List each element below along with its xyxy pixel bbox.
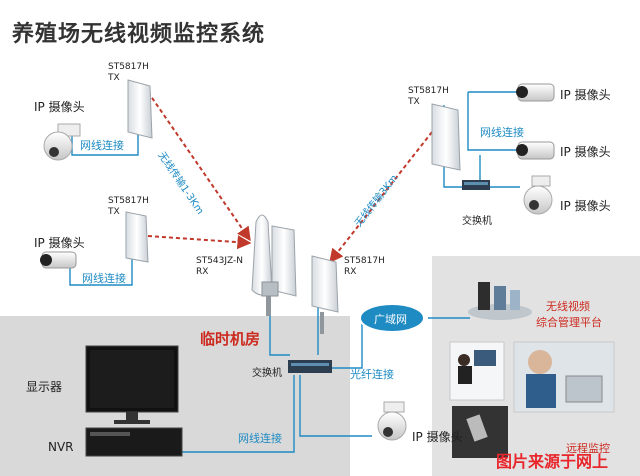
ip-camera-label-1: IP 摄像头 — [34, 100, 85, 114]
antenna-tx-3 — [431, 103, 461, 171]
center-rx: RX — [196, 267, 209, 277]
net-cable-label-1: 网线连接 — [80, 139, 124, 152]
tx2-tx: TX — [108, 207, 120, 217]
net-cable-label-4: 网线连接 — [238, 432, 282, 445]
remote-label: 远程监控 — [566, 442, 610, 455]
rx-model: ST5817H — [344, 256, 385, 266]
nvr-device — [85, 427, 183, 457]
ip-camera-label-4: IP 摄像头 — [560, 145, 611, 159]
dome-camera-2 — [523, 175, 553, 215]
switch-central — [288, 360, 332, 373]
central-mast — [251, 214, 297, 316]
ip-camera-label-5: IP 摄像头 — [560, 199, 611, 213]
bullet-camera-2 — [516, 83, 555, 102]
ip-camera-label-2: IP 摄像头 — [34, 236, 85, 250]
antenna-rx — [311, 255, 339, 334]
tx1-model: ST5817H — [108, 62, 149, 72]
net-cable-label-3: 网线连接 — [480, 126, 524, 139]
center-model: ST543JZ-N — [196, 256, 244, 266]
ip-camera-label-6: IP 摄像头 — [412, 430, 463, 444]
monitor-label: 显示器 — [26, 380, 63, 394]
platform-label-2: 综合管理平台 — [536, 316, 602, 329]
switch-central-label: 交换机 — [252, 368, 282, 379]
rx-rx: RX — [344, 267, 357, 277]
machine-room-label: 临时机房 — [200, 330, 261, 348]
ip-camera-label-3: IP 摄像头 — [560, 88, 611, 102]
tx3-tx: TX — [408, 97, 420, 107]
dome-camera-3 — [377, 401, 407, 441]
fiber-label: 光纤连接 — [350, 368, 394, 381]
bullet-camera-3 — [516, 141, 555, 160]
antenna-tx-2 — [125, 211, 149, 263]
tx3-model: ST5817H — [408, 86, 449, 96]
tx1-tx: TX — [108, 73, 120, 83]
watermark: 图片来源于网上 — [496, 452, 609, 471]
switch-right-label: 交换机 — [462, 216, 492, 227]
dome-camera-1 — [43, 123, 81, 161]
platform-label-1: 无线视频 — [546, 300, 590, 313]
wireless-links — [147, 91, 433, 264]
platform-servers — [468, 282, 532, 320]
remote-photos — [449, 341, 615, 458]
tx2-model: ST5817H — [108, 196, 149, 206]
net-cable-label-2: 网线连接 — [82, 272, 126, 285]
wan-oval — [359, 303, 425, 333]
nvr-label: NVR — [48, 440, 74, 454]
page-title: 养殖场无线视频监控系统 — [12, 22, 266, 47]
monitor — [85, 345, 179, 424]
antenna-tx-1 — [127, 79, 153, 139]
wan-label: 广域网 — [374, 313, 407, 326]
bullet-camera-1 — [40, 251, 77, 269]
switch-right — [462, 180, 490, 190]
